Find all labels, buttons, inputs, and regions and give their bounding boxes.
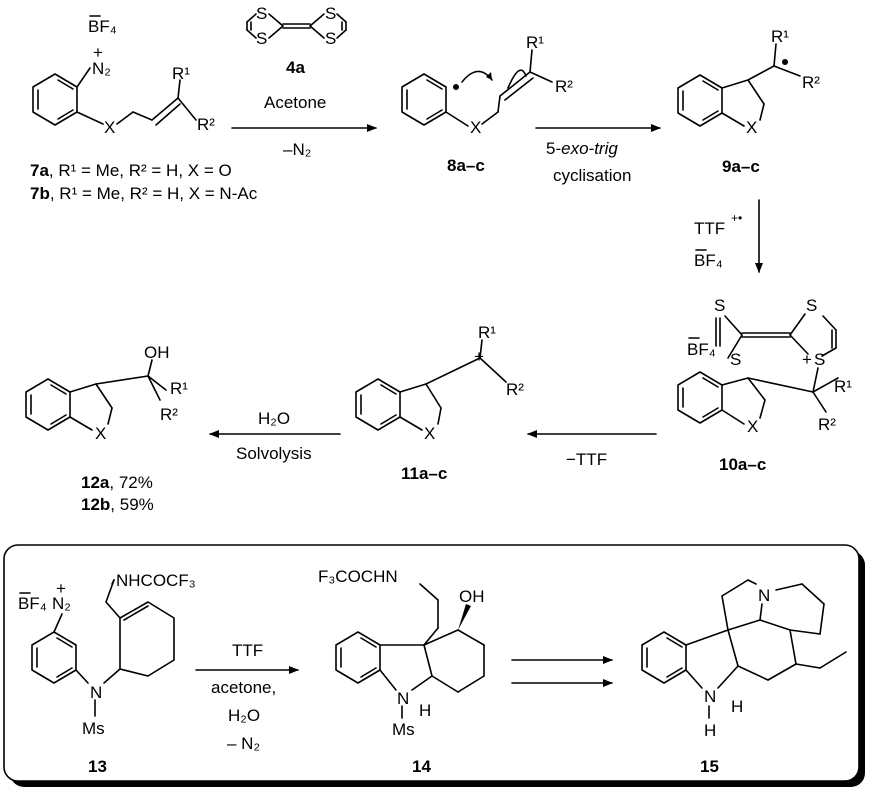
condition-acetone-comma: acetone, [211,678,276,697]
diazonium-charge: + [93,43,103,62]
compound-4a: 4a [286,58,305,77]
svg-text:12b, 59%: 12b, 59% [81,495,154,514]
sulfur-atom: S [256,4,267,23]
compound-15: 15 [700,757,719,776]
sulfur-atom: S [714,296,725,315]
substituents-7b: , R¹ = Me, R² = H, X = N-Ac [50,184,258,203]
hydrogen-atom: H [419,701,431,720]
r1-label: R¹ [526,33,544,52]
ttf-radical-cation-charge: +• [731,211,742,225]
hydrogen-atom: H [731,697,743,716]
compound-12b: 12b [81,495,110,514]
r2-label: R² [160,405,178,424]
condition-minus-ttf: −TTF [566,450,607,469]
condition-cyclisation: cyclisation [553,166,631,185]
compound-13: 13 [88,757,107,776]
condition-ttf: TTF [232,641,263,660]
x-atom: X [424,424,435,443]
x-atom: X [746,118,757,137]
condition-bf4: BF₄ [694,251,723,270]
n2-label: N₂ [92,59,111,78]
nitrogen-atom: N [90,683,102,702]
x-atom: X [95,424,106,443]
sulfur-atom: S [814,350,825,369]
structure-7: N₂ + BF₄ X R¹ R² 7a, R¹ = Me, R² = H, X … [30,15,258,203]
svg-text:7a, R¹ = Me, R² = H, X = O: 7a, R¹ = Me, R² = H, X = O [30,161,232,180]
r1-label: R¹ [170,379,188,398]
compound-14: 14 [412,757,431,776]
compound-9: 9a–c [722,157,760,176]
structure-11: X + R¹ R² 11a–c [355,323,524,483]
x-atom: X [470,118,481,137]
amide-substituent: F₃COCHN [318,567,398,586]
structure-14: F₃COCHN N Ms H OH 14 [318,567,485,776]
structure-15: N H H N 15 [641,579,847,776]
yield-12a: , 72% [109,473,152,492]
svg-text:5-exo-trig: 5-exo-trig [546,139,618,158]
n2-label: N₂ [52,594,71,613]
diazonium-charge: + [56,579,66,598]
svg-text:7b, R¹ = Me, R² = H, X = N-Ac: 7b, R¹ = Me, R² = H, X = N-Ac [30,184,258,203]
r2-label: R² [818,415,836,434]
condition-minus-n2: –N₂ [283,140,311,159]
condition-ttf-radical-cation: TTF [694,219,725,238]
mesyl-label: Ms [82,719,105,738]
condition-minus-n2-b: – N₂ [227,734,260,753]
hydroxyl-label: OH [459,587,485,606]
r2-label: R² [555,77,573,96]
sulfur-atom: S [256,29,267,48]
bf4-counterion: BF₄ [18,594,47,613]
x-atom: X [104,118,115,137]
condition-water: H₂O [258,409,290,428]
bf4-counterion: BF₄ [88,17,117,36]
r2-label: R² [802,73,820,92]
amide-substituent: NHCOCF₃ [116,571,196,590]
nitrogen-atom: N [397,689,409,708]
compound-11: 11a–c [401,464,447,483]
condition-water-b: H₂O [228,706,260,725]
sulfur-atom: S [806,296,817,315]
substituents-7a: , R¹ = Me, R² = H, X = O [49,161,232,180]
mesyl-label: Ms [392,720,415,739]
structure-12: OH R¹ R² X 12a, 72% 12b, 59% [25,343,188,514]
compound-8: 8a–c [447,156,485,175]
sulfur-atom: S [325,29,336,48]
r2-label: R² [197,115,215,134]
compound-7a: 7a [30,161,49,180]
nitrogen-atom: N [704,687,716,706]
r2-label: R² [506,380,524,399]
compound-7b: 7b [30,184,50,203]
hydroxyl-label: OH [144,343,170,362]
structure-10: BF₄ S S S + S X R¹ R² 10a–c [677,296,852,474]
svg-text:12a, 72%: 12a, 72% [81,473,153,492]
application-box [3,544,860,782]
yield-12b: , 59% [110,495,153,514]
sulfonium-charge: + [802,350,812,369]
r1-label: R¹ [172,64,190,83]
bf4-counterion: BF₄ [687,340,716,359]
nitrogen-atom: N [758,586,770,605]
compound-10: 10a–c [719,455,766,474]
condition-exo-trig: exo-trig [561,139,618,158]
r1-label: R¹ [834,377,852,396]
carbocation-charge: + [474,347,484,366]
condition-acetone: Acetone [264,93,326,112]
r1-label: R¹ [478,323,496,342]
structure-4a-ttf: S S S S 4a [246,4,347,77]
condition-solvolysis: Solvolysis [236,444,312,463]
structure-9: X R¹ R² 9a–c [677,27,820,176]
x-atom: X [747,417,758,436]
sulfur-atom: S [730,350,741,369]
r1-label: R¹ [771,27,789,46]
compound-12a: 12a [81,473,110,492]
structure-8: X R¹ R² 8a–c [401,33,573,175]
hydrogen-atom: H [704,721,716,740]
condition-exo-prefix: 5- [546,139,561,158]
structure-13: BF₄ N₂ + N Ms NHCOCF₃ 13 [18,571,196,776]
sulfur-atom: S [325,4,336,23]
